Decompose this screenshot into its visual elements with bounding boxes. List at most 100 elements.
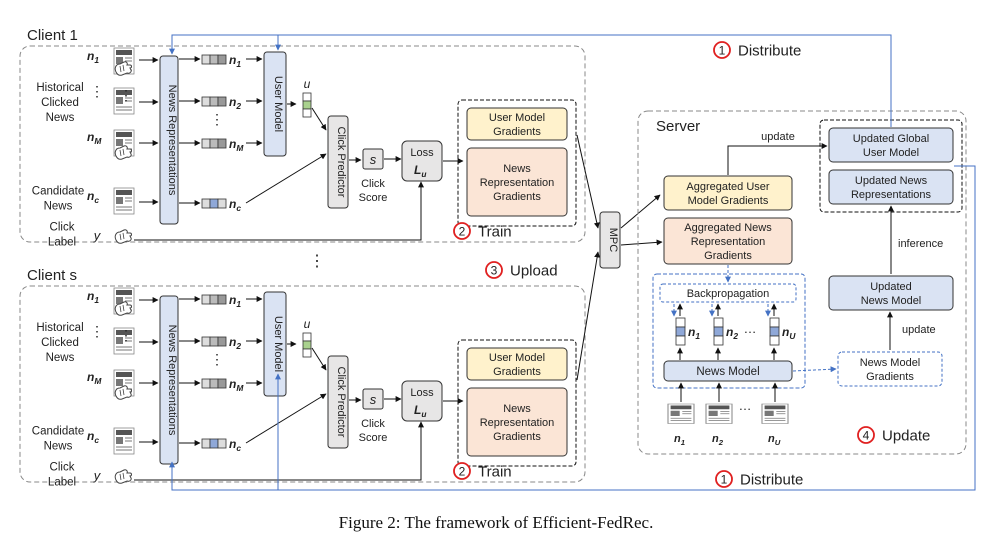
news-vector <box>201 294 227 305</box>
news-symbol-n2: n2 <box>229 95 241 111</box>
step-number: 2 <box>459 225 466 239</box>
vector-cell <box>209 198 219 209</box>
user-model-gradients-box <box>466 107 568 141</box>
candidate-vector <box>201 438 227 449</box>
news-symbol-n1: n1 <box>229 53 241 69</box>
news-representation-gradients-label: Representation <box>480 177 555 189</box>
update-label: update <box>761 131 795 143</box>
vector-cell <box>201 54 211 65</box>
figure-caption: Figure 2: The framework of Efficient-Fed… <box>338 513 654 532</box>
news-icon <box>113 187 135 215</box>
step-label: Update <box>882 428 930 445</box>
news-symbol-nM: nM <box>229 137 244 153</box>
aggregated-user-gradients-box <box>663 175 793 211</box>
loss-box <box>401 380 443 422</box>
candidate-news-label: News <box>44 441 73 453</box>
news-symbol-nc: nc <box>229 197 241 213</box>
vector-cell <box>675 335 686 346</box>
loss-box <box>401 140 443 182</box>
vector-cell <box>769 326 780 337</box>
user-model-gradients-box <box>466 347 568 381</box>
clients-to-mpc-arrow <box>576 251 601 381</box>
news-representation-gradients-box <box>466 387 568 457</box>
vector-cell <box>217 54 227 65</box>
server-vector-symbol: nU <box>782 325 796 341</box>
vector-cell <box>209 294 219 305</box>
news-symbol-nM: nM <box>229 377 244 393</box>
click-predictor-label: Click Predictor <box>335 127 347 198</box>
vector-cell <box>217 378 227 389</box>
user-model-gradients-label: User Model <box>489 112 545 124</box>
news-symbol-nc: nc <box>87 429 99 445</box>
server-frame <box>637 110 967 455</box>
news-symbol-n1: n1 <box>87 49 99 65</box>
ellipsis: … <box>739 398 752 413</box>
client1-to-mpc-arrow <box>576 134 600 229</box>
user-model-box <box>263 291 287 397</box>
label-to-loss-arrow <box>134 421 424 481</box>
updated-global-user-model-label: Updated Global <box>853 133 929 145</box>
step-label: Train <box>478 464 512 481</box>
vector-cell <box>675 317 686 328</box>
step-number-circle <box>713 41 731 59</box>
train-step: 2 Train <box>453 222 512 241</box>
inference-label: inference <box>898 238 943 250</box>
ellipsis: ⋮ <box>119 87 133 103</box>
user-model-gradients-label: Gradients <box>493 366 541 378</box>
hand-click-icon <box>114 469 132 484</box>
click-predictor-box <box>327 355 349 449</box>
click-predictor-box <box>327 115 349 209</box>
news-symbol-n1: n1 <box>229 293 241 309</box>
vector-cell <box>302 108 312 118</box>
server-news-icon <box>667 403 695 425</box>
news-symbol-nM: nM <box>87 370 102 386</box>
updated-news-model-label: News Model <box>861 295 922 307</box>
server-news-vector <box>713 317 724 346</box>
news-representation-gradients-label: News <box>503 403 531 415</box>
updated-news-representations-label: Updated News <box>855 175 928 187</box>
news-model-gradients-box <box>837 351 943 387</box>
user-to-predictor-arrow <box>311 107 327 131</box>
vector-cell <box>302 348 312 358</box>
vector-cell <box>209 96 219 107</box>
client-frame <box>19 285 586 483</box>
step-label: Distribute <box>738 43 801 60</box>
gradients-frame <box>457 99 577 227</box>
step-label: Train <box>478 224 512 241</box>
candidate-to-predictor-arrow <box>245 393 327 444</box>
ellipsis: ⋮ <box>210 351 224 367</box>
updated-news-representations-box <box>828 169 954 205</box>
historical-clicked-news-label: Historical <box>36 322 83 334</box>
agg-to-updated-user-arrow <box>727 143 828 175</box>
vector-cell <box>201 138 211 149</box>
vector-cell <box>201 294 211 305</box>
vector-cell <box>209 336 219 347</box>
framework-diagram: Client 1HistoricalClickedNewsCandidateNe… <box>19 27 976 491</box>
user-vector-symbol: u <box>304 77 311 91</box>
vector-cell <box>201 96 211 107</box>
news-vector <box>201 138 227 149</box>
step-number: 3 <box>491 264 498 278</box>
ellipsis: ⋮ <box>119 327 133 343</box>
click-symbol: y <box>93 228 102 243</box>
click-label-text: Label <box>48 237 76 249</box>
click-predictor-label: Click Predictor <box>335 367 347 438</box>
historical-clicked-news-label: News <box>46 352 75 364</box>
gradients-frame <box>457 339 577 467</box>
news-symbol-nc: nc <box>87 189 99 205</box>
vector-cell <box>769 335 780 346</box>
updated-news-model-label: Updated <box>870 281 912 293</box>
historical-clicked-news-label: Clicked <box>41 337 79 349</box>
news-model-gradients-label: News Model <box>860 357 921 369</box>
step-number: 4 <box>863 429 870 443</box>
news-symbol-n2: n2 <box>229 335 241 351</box>
server-news-icon <box>761 403 789 425</box>
vector-cell <box>201 378 211 389</box>
mpc-to-agg-user-arrow <box>620 194 661 229</box>
aggregated-news-gradients-label: Gradients <box>704 250 752 262</box>
server-news-vector <box>675 317 686 346</box>
ellipsis: ⋮ <box>210 111 224 127</box>
